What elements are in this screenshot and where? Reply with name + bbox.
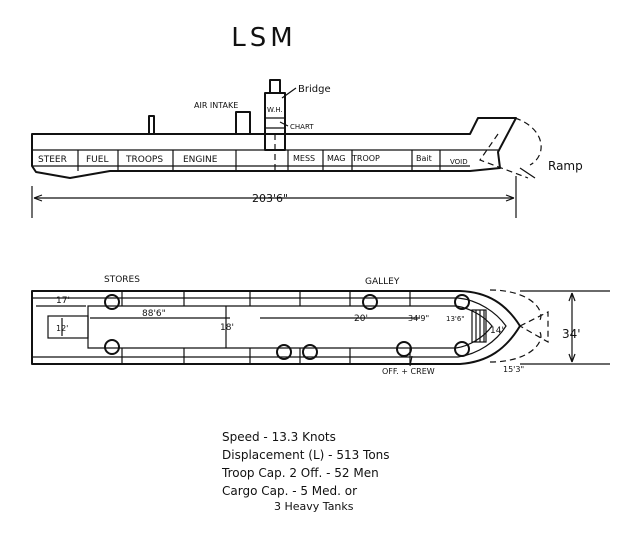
label-chart: CHART <box>290 123 314 131</box>
label-galley: GALLEY <box>365 277 400 287</box>
profile-view: STEER FUEL TROOPS ENGINE MESS MAG TROOP … <box>31 79 583 218</box>
profile-hull <box>31 117 517 179</box>
label-troops: TROOPS <box>125 155 163 165</box>
vent-circle <box>276 344 292 360</box>
spec-displacement: Displacement (L) - 513 Tons <box>222 448 390 462</box>
dim-length: 203'6" <box>252 192 288 205</box>
vent-circle <box>104 294 120 310</box>
label-stores: STORES <box>104 275 140 285</box>
air-intake <box>235 111 251 135</box>
label-void: VOID <box>450 158 468 166</box>
plan-view: STORES GALLEY OFF. + CREW 17' 12' 88'6" … <box>31 275 610 376</box>
vent-circle <box>362 294 378 310</box>
drawing-title: LSM <box>231 23 296 53</box>
vent-circle <box>396 341 412 357</box>
label-bridge: Bridge <box>298 84 331 95</box>
dim-13-6: 13'6" <box>446 315 465 323</box>
vent-circle <box>454 341 470 357</box>
dim-stern: 17' <box>56 296 70 306</box>
dim-well-width: 18' <box>220 323 234 333</box>
spec-speed: Speed - 13.3 Knots <box>222 430 336 444</box>
vent-circle <box>104 339 120 355</box>
dim-15-3: 15'3" <box>503 365 524 374</box>
label-fuel: FUEL <box>86 155 108 165</box>
label-mess: MESS <box>293 154 315 163</box>
label-steer: STEER <box>38 155 67 165</box>
bridge-tower <box>264 92 286 151</box>
label-mag: MAG <box>327 154 345 163</box>
label-troop: TROOP <box>351 154 380 163</box>
spec-cargo-capacity: Cargo Cap. - 5 Med. or <box>222 484 358 498</box>
spec-cargo-capacity-cont: 3 Heavy Tanks <box>274 500 354 513</box>
label-wh: W.H. <box>267 106 283 114</box>
dim-14: 14' <box>490 326 504 336</box>
vent-circle <box>454 294 470 310</box>
dim-34-9: 34'9" <box>408 314 429 323</box>
spec-troop-capacity: Troop Cap. 2 Off. - 52 Men <box>222 466 379 480</box>
label-bait: Bait <box>416 154 432 163</box>
vent-circle <box>302 344 318 360</box>
stern-stack <box>148 115 155 135</box>
label-air-intake: AIR INTAKE <box>194 101 238 110</box>
dim-small: 12' <box>56 324 68 333</box>
dim-20: 20' <box>354 314 368 324</box>
label-ramp: Ramp <box>548 159 583 173</box>
label-officers-crew: OFF. + CREW <box>382 367 435 376</box>
label-engine: ENGINE <box>183 155 218 165</box>
specifications: Speed - 13.3 Knots Displacement (L) - 51… <box>222 428 462 514</box>
bow-doors <box>471 309 487 343</box>
mast <box>269 79 281 94</box>
dim-well-length: 88'6" <box>142 309 166 319</box>
dim-beam: 34' <box>562 327 581 341</box>
